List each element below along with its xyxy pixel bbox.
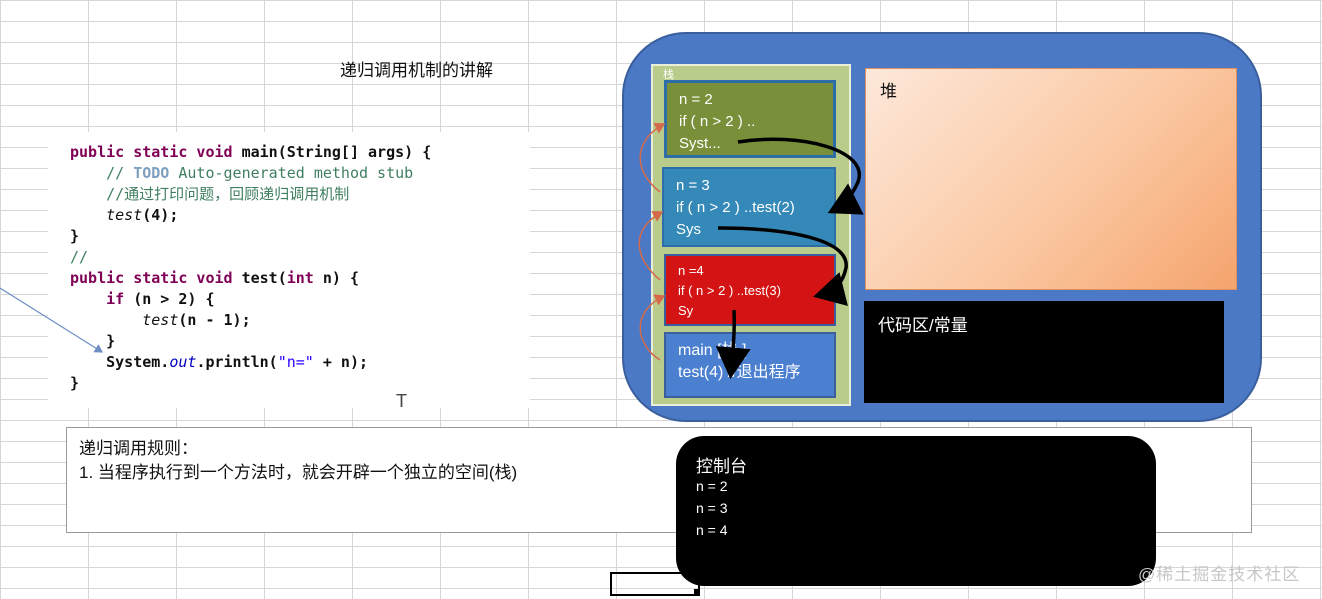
code-field: out [169, 353, 197, 371]
code-text: (n > 2) { [124, 290, 215, 308]
code-comment: Auto-generated method stub [169, 164, 414, 182]
code-text: } [106, 332, 116, 350]
console-line: n = 2 [696, 478, 728, 494]
code-text: public static void main(String[] args) {… [70, 142, 431, 394]
selected-cell[interactable] [610, 572, 700, 596]
frame-line: test(4) //退出程序 [678, 364, 801, 381]
code-call: test [142, 311, 179, 329]
heap-area: 堆 [865, 68, 1237, 290]
code-text: .println( [196, 353, 278, 371]
code-text: test( [232, 269, 287, 287]
code-area-label: 代码区/常量 [878, 316, 968, 335]
frame-line: n = 3 [676, 177, 710, 194]
code-text: main(String[] args) { [232, 143, 432, 161]
code-comment: // [106, 164, 134, 182]
console-title: 控制台 [696, 457, 747, 476]
code-text: + n); [313, 353, 369, 371]
code-text: n) { [313, 269, 359, 287]
code-string: "n=" [277, 353, 314, 371]
code-keyword: public static void [70, 143, 233, 161]
code-constant-area: 代码区/常量 [864, 301, 1224, 403]
code-snippet: public static void main(String[] args) {… [48, 132, 530, 408]
frame-line: Sys [676, 221, 702, 238]
code-text: } [70, 374, 80, 392]
code-text: System. [106, 353, 170, 371]
stack-frame-n2: n = 2 if ( n > 2 ) .. Syst... [664, 80, 836, 158]
code-text: (4); [142, 206, 179, 224]
stack-frame-main: main [栈 ] test(4) //退出程序 [664, 332, 836, 398]
fill-handle[interactable] [694, 589, 700, 595]
code-keyword: public static void [70, 269, 233, 287]
rules-title: 递归调用规则： [79, 439, 198, 458]
frame-line: main [栈 ] [678, 342, 747, 359]
code-call: test [106, 206, 143, 224]
diagram-title: 递归调用机制的讲解 [340, 61, 493, 80]
code-keyword: if [106, 290, 125, 308]
code-text: (n - 1); [178, 311, 251, 329]
code-text: } [70, 227, 80, 245]
console-panel: 控制台 n = 2 n = 3 n = 4 [676, 436, 1156, 586]
code-todo: TODO [133, 164, 170, 182]
code-comment: // [70, 248, 89, 266]
frame-line: if ( n > 2 ) ..test(2) [676, 199, 795, 216]
stack-label: 栈 [663, 69, 674, 81]
code-keyword: int [286, 269, 314, 287]
frame-line: n =4 [678, 263, 704, 278]
console-line: n = 4 [696, 522, 728, 538]
heap-label: 堆 [880, 82, 897, 101]
frame-line: if ( n > 2 ) .. [679, 113, 756, 130]
frame-line: n = 2 [679, 91, 713, 108]
watermark: @稀土掘金技术社区 [1138, 565, 1301, 584]
stack-frame-n4: n =4 if ( n > 2 ) ..test(3) Sy [664, 254, 836, 326]
stack-frame-n3: n = 3 if ( n > 2 ) ..test(2) Sys [662, 167, 836, 247]
frame-line: Syst... [679, 135, 721, 152]
console-line: n = 3 [696, 500, 728, 516]
text-cursor-icon: T [396, 391, 407, 411]
frame-line: if ( n > 2 ) ..test(3) [678, 283, 781, 298]
code-comment: //通过打印问题，回顾递归调用机制 [106, 185, 350, 203]
rules-item: 1. 当程序执行到一个方法时，就会开辟一个独立的空间(栈) [79, 463, 518, 482]
frame-line: Sy [678, 303, 694, 318]
